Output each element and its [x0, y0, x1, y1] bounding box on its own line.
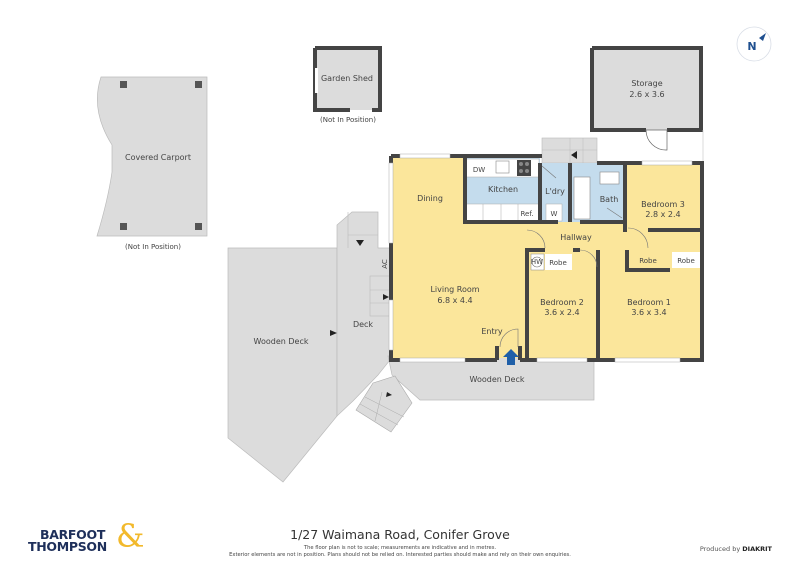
disclaimer-line2: Exterior elements are not in position. P…: [229, 552, 571, 558]
door-swing-icon: [627, 227, 649, 249]
north-arrow-icon: [759, 33, 766, 41]
robe-bed3-label: Robe: [677, 257, 695, 265]
interior: [393, 158, 702, 358]
storage-size: 2.6 x 3.6: [629, 90, 664, 99]
dining-label: Dining: [417, 194, 443, 203]
ac-label: AC: [381, 259, 389, 269]
wooden-deck-front-label: Wooden Deck: [470, 375, 525, 384]
post-icon: [195, 81, 202, 88]
bedroom2-label: Bedroom 2: [540, 298, 584, 307]
carport-note: (Not In Position): [125, 243, 181, 251]
carport-label: Covered Carport: [125, 153, 191, 162]
bedroom1-label: Bedroom 1: [627, 298, 671, 307]
door-swing-icon: [541, 165, 557, 179]
entry-label: Entry: [481, 327, 503, 336]
cooktop-icon: [517, 160, 531, 176]
hot-water-label: HW: [531, 258, 543, 266]
dishwasher-label: DW: [473, 166, 485, 174]
windows: [388, 153, 693, 363]
entry-arrow-icon: [503, 349, 519, 365]
stairs-arrow-icon: [383, 294, 389, 300]
hallway-label: Hallway: [560, 233, 592, 242]
door-swing-icon: [645, 129, 668, 151]
covered-carport: Covered Carport (Not In Position): [96, 76, 208, 251]
post-icon: [120, 223, 127, 230]
producer-credit: Produced by DIAKRIT: [700, 545, 772, 553]
bathtub-icon: [573, 176, 591, 220]
sink-icon: [495, 160, 510, 174]
stairs-arrow-icon: [571, 151, 577, 159]
bedroom3-label: Bedroom 3: [641, 200, 685, 209]
kitchen-label: Kitchen: [488, 185, 518, 194]
front-stairs: [355, 375, 413, 433]
post-icon: [195, 223, 202, 230]
bedroom1-size: 3.6 x 3.4: [631, 308, 666, 317]
door-swing-icon: [499, 328, 519, 348]
robe-bed1-label: Robe: [639, 257, 657, 265]
brand-line1: BARFOOT: [40, 527, 106, 542]
brand-logo: BARFOOT THOMPSON &: [28, 520, 148, 556]
bath-label: Bath: [600, 195, 619, 204]
deck-label: Deck: [353, 320, 373, 329]
compass: N: [736, 26, 772, 62]
washer-label: W: [551, 210, 558, 218]
living-room-label: Living Room: [430, 285, 479, 294]
living-room-size: 6.8 x 4.4: [437, 296, 472, 305]
brand-ampersand: &: [116, 517, 145, 555]
stairs-arrow-icon: [356, 240, 364, 246]
robe-bed2-label: Robe: [549, 259, 567, 267]
door-swing-icon: [526, 229, 546, 249]
door-swing-icon: [579, 249, 598, 268]
brand-line2: THOMPSON: [28, 539, 107, 554]
hot-water-icon: [531, 256, 543, 268]
laundry-label: L'dry: [545, 187, 565, 196]
bedroom3-size: 2.8 x 2.4: [645, 210, 680, 219]
property-address: 1/27 Waimana Road, Conifer Grove: [290, 527, 510, 542]
garden-shed-note: (Not In Position): [320, 116, 376, 124]
step-arrow-icon: [330, 330, 337, 336]
disclaimer-line1: The floor plan is not to scale; measurem…: [303, 545, 497, 551]
fridge-label: Ref.: [520, 210, 533, 218]
bedroom2-size: 3.6 x 2.4: [544, 308, 579, 317]
storage-room: Storage 2.6 x 3.6: [590, 46, 704, 165]
doors: [499, 165, 649, 348]
door-swing-icon: [606, 207, 623, 219]
front-deck: Wooden Deck: [355, 355, 595, 433]
garden-shed-label: Garden Shed: [321, 74, 373, 83]
vanity-icon: [599, 171, 620, 185]
post-icon: [120, 81, 127, 88]
garden-shed: Garden Shed (Not In Position): [313, 46, 382, 124]
rear-stairs: [541, 137, 598, 164]
stairs-arrow-icon: [386, 392, 392, 397]
produced-by-prefix: Produced by: [699, 545, 741, 553]
left-decks: Wooden Deck Deck: [227, 211, 391, 483]
wooden-deck-left-label: Wooden Deck: [254, 337, 309, 346]
producer-name: DIAKRIT: [742, 545, 772, 553]
compass-north-label: N: [747, 40, 756, 53]
storage-label: Storage: [631, 79, 662, 88]
